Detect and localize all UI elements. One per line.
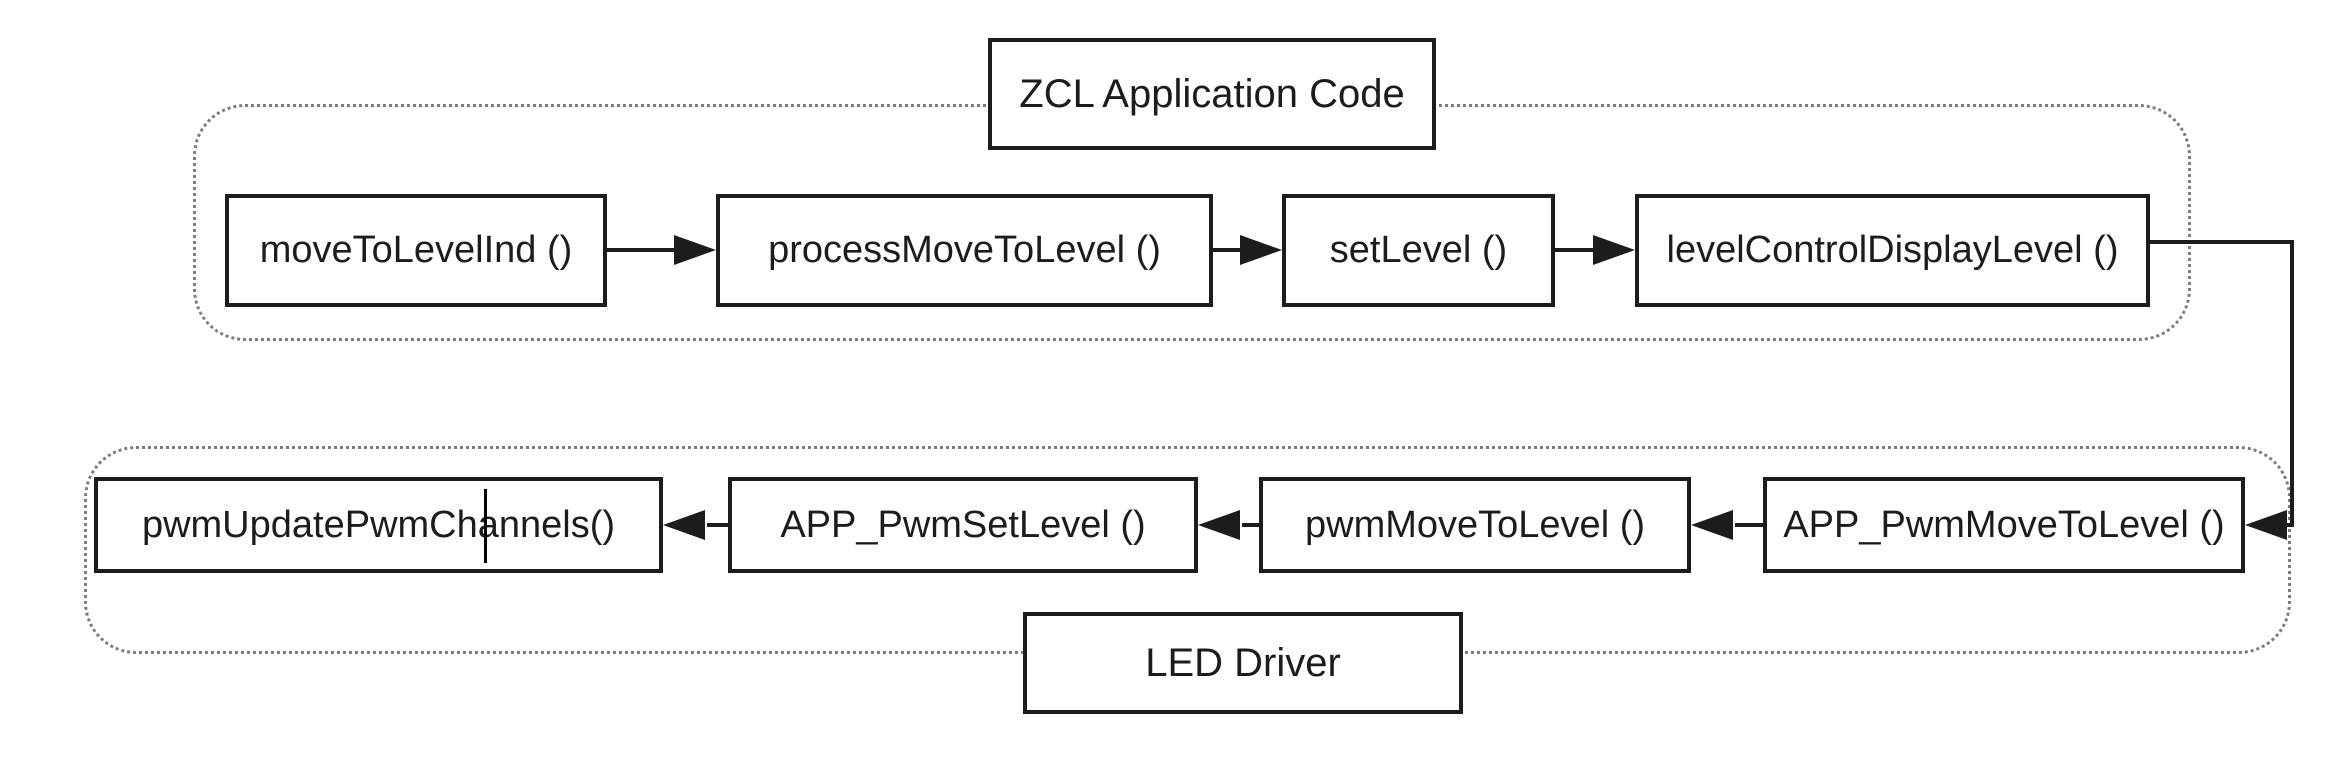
box-app-pwm-set-level[interactable]: APP_PwmSetLevel (): [728, 477, 1198, 573]
box-label: pwmMoveToLevel (): [1305, 503, 1645, 546]
box-pwm-update-pwm-channels[interactable]: pwmUpdatePwmChannels(): [94, 477, 663, 573]
box-set-level[interactable]: setLevel (): [1282, 194, 1555, 307]
box-label: APP_PwmSetLevel (): [780, 503, 1146, 546]
group-label-zcl-application-code[interactable]: ZCL Application Code: [988, 38, 1436, 150]
group-label-led-driver[interactable]: LED Driver: [1023, 612, 1463, 714]
group-label-text: LED Driver: [1145, 640, 1341, 685]
box-level-control-display-level[interactable]: levelControlDisplayLevel (): [1635, 194, 2150, 307]
text-cursor: [484, 489, 487, 563]
box-move-to-level-ind[interactable]: moveToLevelInd (): [225, 194, 607, 307]
box-pwm-move-to-level[interactable]: pwmMoveToLevel (): [1259, 477, 1691, 573]
box-label: processMoveToLevel (): [768, 229, 1161, 271]
group-label-text: ZCL Application Code: [1019, 71, 1405, 116]
box-label: moveToLevelInd (): [259, 229, 573, 271]
box-label: setLevel (): [1329, 229, 1508, 271]
box-process-move-to-level[interactable]: processMoveToLevel (): [716, 194, 1213, 307]
box-label: pwmUpdatePwmChannels(): [141, 503, 616, 546]
box-label: levelControlDisplayLevel (): [1666, 229, 2119, 271]
box-label: APP_PwmMoveToLevel (): [1783, 503, 2225, 546]
box-app-pwm-move-to-level[interactable]: APP_PwmMoveToLevel (): [1763, 477, 2245, 573]
